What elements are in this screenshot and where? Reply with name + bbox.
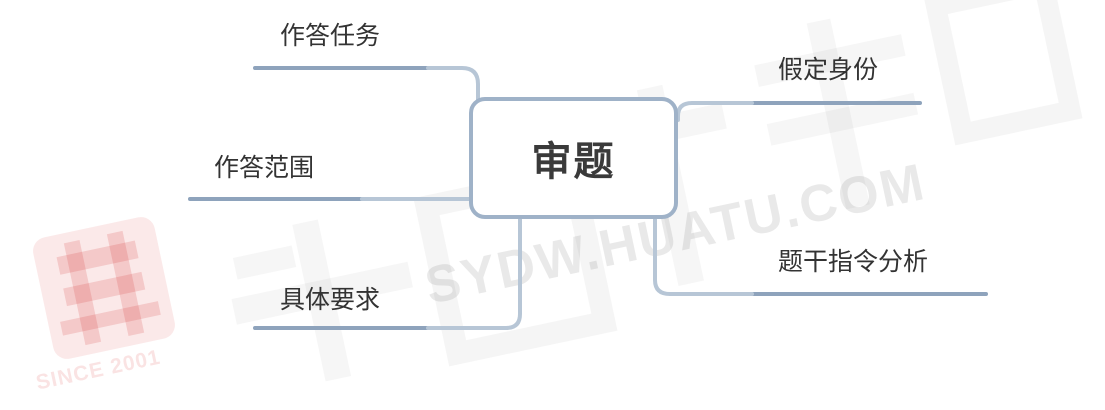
branch-label-zuoda-fanwei: 作答范围 [214, 153, 315, 182]
connector-zuoda-renwu [426, 66, 480, 102]
connector-jiading-shenfen [676, 101, 754, 122]
branch-label-tigan-zhiling-fenxi: 题干指令分析 [778, 247, 929, 276]
branch-label-zuoda-renwu: 作答任务 [280, 21, 381, 50]
connector-tigan-zhiling [653, 217, 754, 296]
branch-label-juti-yaoqiu: 具体要求 [280, 285, 381, 314]
branch-label-jiading-shenfen: 假定身份 [778, 55, 879, 84]
central-topic-node: 审题 [469, 97, 678, 219]
central-topic-label: 审题 [531, 139, 616, 185]
connector-juti-yaoqiu [426, 217, 522, 330]
